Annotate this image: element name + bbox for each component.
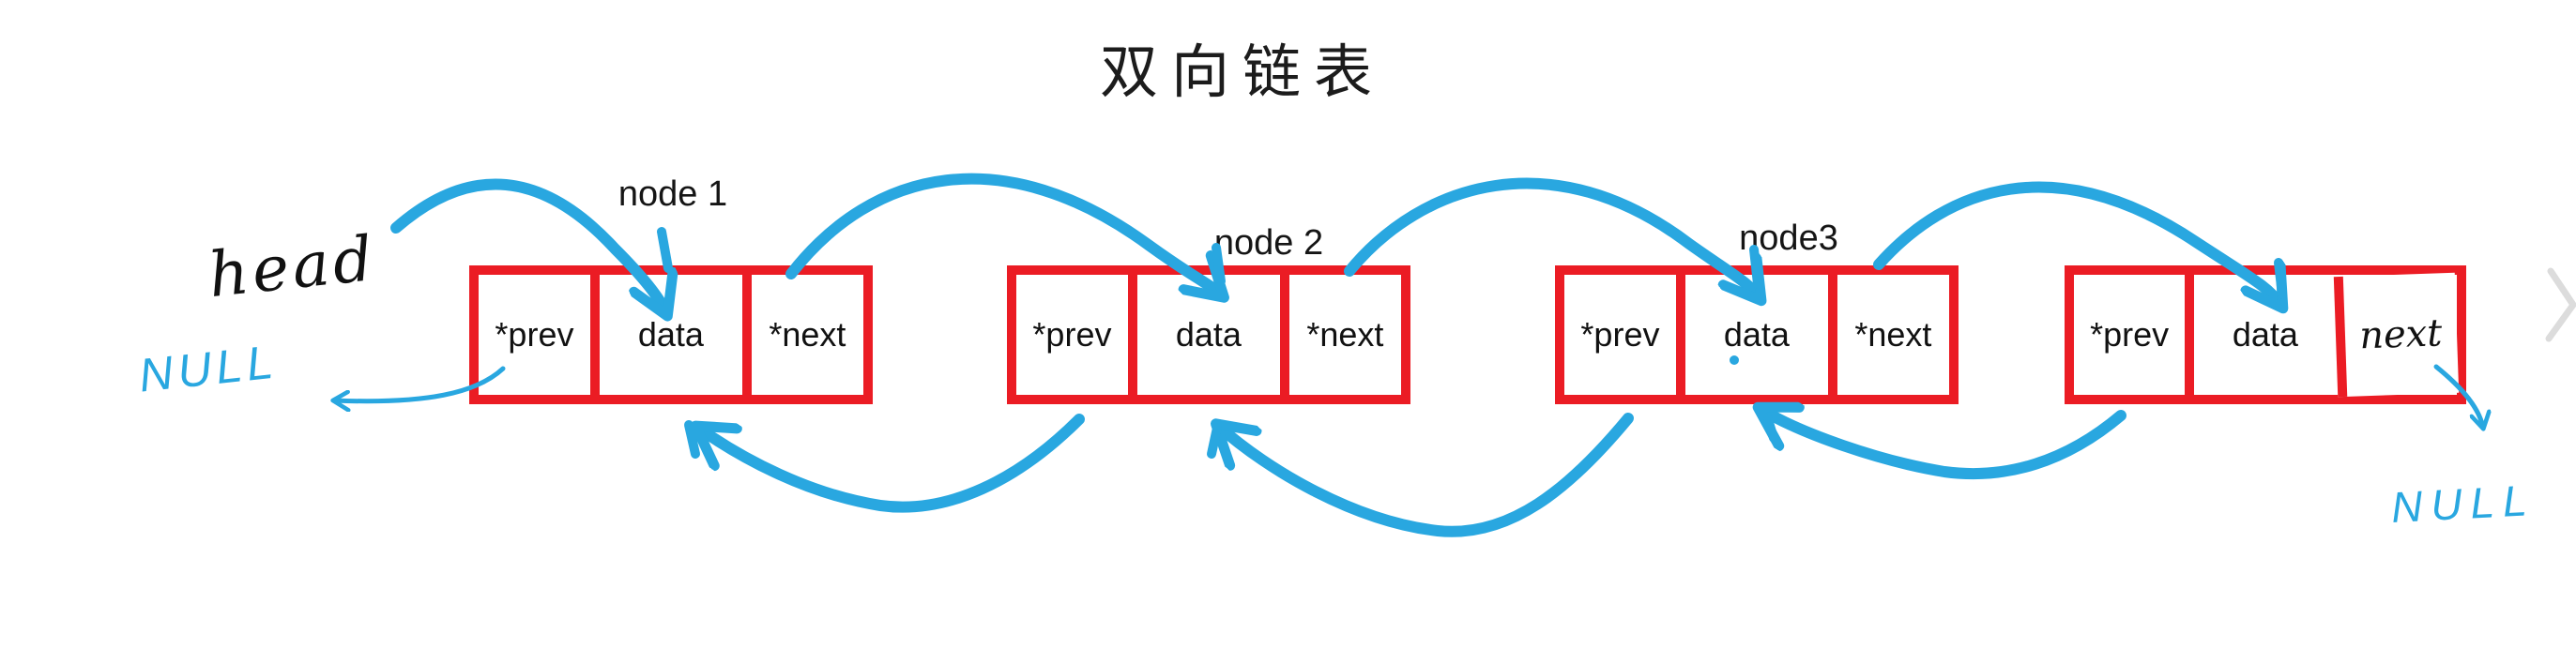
node3-data-cell: data: [1675, 275, 1828, 395]
node4-prev-cell: *prev: [2074, 275, 2186, 395]
node2-prev-cell: *prev: [1016, 275, 1128, 395]
head-pointer-label: head: [205, 221, 380, 312]
hand-stroke: [1763, 415, 1778, 443]
node1-label: node 1: [617, 174, 728, 214]
node2-data-cell: data: [1127, 275, 1280, 395]
node2-box: *prev data *next: [1007, 265, 1410, 404]
arrow-node4-prev-to-node3: [1761, 409, 2126, 480]
node2-next-cell: *next: [1279, 275, 1401, 395]
node1-prev-cell: *prev: [479, 275, 590, 395]
node3-next-cell: *next: [1827, 275, 1949, 395]
diagram-title: 双向链表: [1100, 38, 1386, 106]
chevron-right-icon[interactable]: [2545, 267, 2576, 342]
node3-prev-cell: *prev: [1564, 275, 1676, 395]
node4-data-cell: data: [2185, 275, 2337, 395]
null-label-right: NULL: [2389, 475, 2537, 532]
hand-stroke: [657, 227, 673, 273]
node1-data-cell: data: [589, 275, 742, 395]
arrow-node3-prev-to-node2: [1218, 413, 1634, 537]
null-label-left: NULL: [136, 335, 281, 402]
node2-label: node 2: [1213, 223, 1324, 263]
node3-label: node3: [1739, 219, 1838, 258]
hand-stroke: [1207, 423, 1222, 459]
node3-box: *prev data *next: [1555, 265, 1959, 404]
hand-stroke: [684, 420, 700, 459]
node4-box: *prev data next: [2065, 265, 2466, 404]
node1-next-cell: *next: [741, 275, 863, 395]
arrow-node2-prev-to-node1: [698, 414, 1085, 513]
node1-box: *prev data *next: [469, 265, 873, 404]
node4-next-cell-handwritten: next: [2334, 272, 2460, 398]
